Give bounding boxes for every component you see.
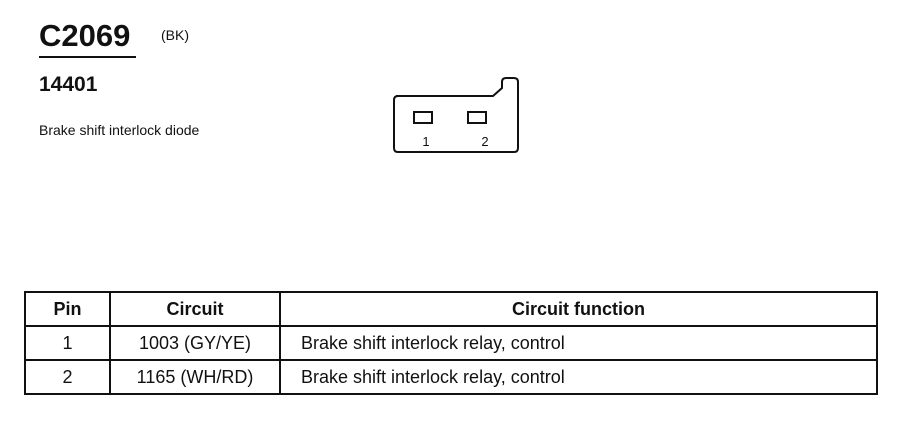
pin-number: 1 [24,325,111,361]
circuit-function: Brake shift interlock relay, control [279,359,878,395]
table-row: 1 1003 (GY/YE) Brake shift interlock rel… [24,325,878,361]
table-header-row: Pin Circuit Circuit function [24,291,878,327]
circuit-number: 1165 (WH/RD) [109,359,281,395]
header-circuit: Circuit [109,291,281,327]
header-circuit-function: Circuit function [279,291,878,327]
table-row: 2 1165 (WH/RD) Brake shift interlock rel… [24,359,878,395]
pin-2-label: 2 [481,134,488,149]
pin-1-label: 1 [422,134,429,149]
pin-1-terminal [413,111,433,124]
pin-number: 2 [24,359,111,395]
connector-face-diagram: 1 2 [393,77,519,153]
pin-2-terminal [467,111,487,124]
header-pin: Pin [24,291,111,327]
connector-color: (BK) [161,27,189,43]
connector-outline [393,77,519,153]
circuit-number: 1003 (GY/YE) [109,325,281,361]
component-description: Brake shift interlock diode [39,122,200,138]
connector-id: C2069 [39,18,136,58]
circuit-function: Brake shift interlock relay, control [279,325,878,361]
pin-table: Pin Circuit Circuit function 1 1003 (GY/… [24,291,878,395]
part-number: 14401 [39,73,98,96]
